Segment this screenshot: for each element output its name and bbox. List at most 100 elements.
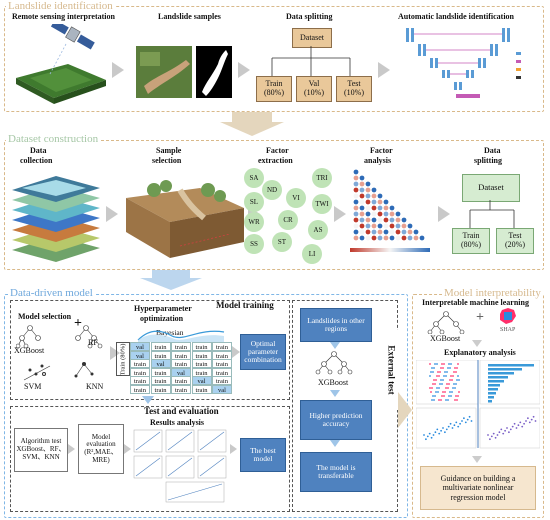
beeswarm-point: [438, 375, 440, 377]
dependence-point: [517, 424, 520, 427]
model-training-title: Model training: [216, 300, 274, 310]
cv-cell: train: [130, 367, 150, 377]
factor-wr: WR: [244, 212, 264, 232]
train-pct-1: (80%): [264, 88, 284, 97]
corr-cell: [353, 199, 359, 205]
corr-cell: [389, 223, 395, 229]
factor-sl: SL: [244, 192, 264, 212]
cv-cell: train: [171, 385, 191, 394]
beeswarm-point: [452, 387, 454, 389]
beeswarm-point: [436, 387, 438, 389]
beeswarm-point: [458, 379, 460, 381]
beeswarm-point: [437, 391, 439, 393]
arrow-17: [472, 340, 482, 347]
beeswarm-point: [458, 391, 460, 393]
factor-ss: SS: [244, 234, 264, 254]
train-box-2: Train (80%): [452, 228, 490, 254]
metrics-1: (R²,MAE、: [84, 448, 118, 456]
beeswarm-point: [447, 399, 449, 401]
corr-cell: [377, 235, 383, 241]
cv-cell: train: [171, 350, 191, 360]
corr-cell: [371, 205, 377, 211]
corr-cell: [401, 235, 407, 241]
corr-cell: [407, 229, 413, 235]
beeswarm-point: [450, 363, 452, 365]
corr-cell: [359, 235, 365, 241]
test-box-1: Test (10%): [336, 76, 372, 102]
beeswarm-point: [443, 375, 445, 377]
corr-cell: [377, 217, 383, 223]
arrow-6: [334, 206, 346, 222]
beeswarm-point: [455, 395, 457, 397]
dependence-point: [463, 417, 465, 420]
beeswarm-point: [455, 371, 457, 373]
arrow-14: [330, 342, 340, 349]
transferable-box: The model is transferable: [300, 452, 372, 492]
dependence-point: [423, 434, 425, 436]
beeswarm-point: [436, 375, 438, 377]
dependence-point: [494, 436, 497, 439]
iml-tree-icon: [427, 311, 465, 334]
beeswarm-point: [432, 371, 434, 373]
importance-bar: [488, 400, 492, 403]
beeswarm-point: [445, 375, 447, 377]
arrow-8: [110, 346, 120, 360]
big-arrow-down-2: [152, 270, 190, 280]
dependence-point: [528, 421, 531, 424]
test-pct-2: (20%): [505, 240, 525, 249]
factor-analysis-label-2: analysis: [364, 156, 392, 165]
importance-bar: [488, 372, 514, 375]
results-scatter-plots: [133, 429, 227, 503]
corr-cell: [401, 223, 407, 229]
factor-extraction-label-2: extraction: [258, 156, 293, 165]
algo-list-1: XGBoost、RF、: [16, 445, 66, 454]
beeswarm-point: [434, 363, 436, 365]
beeswarm-point: [449, 367, 451, 369]
corr-cell: [383, 205, 389, 211]
external-xgboost-label: XGBoost: [318, 378, 349, 387]
corr-cell: [383, 235, 389, 241]
cv-cell: train: [171, 376, 191, 386]
corr-cell: [407, 223, 413, 229]
importance-bar: [488, 384, 500, 387]
dependence-point: [530, 418, 533, 421]
dependence-point: [500, 428, 503, 431]
beeswarm-point: [453, 383, 455, 385]
corr-cell: [365, 229, 371, 235]
beeswarm-point: [435, 391, 437, 393]
corr-cell: [371, 193, 377, 199]
beeswarm-point: [444, 371, 446, 373]
arrow-12: [124, 444, 131, 454]
beeswarm-point: [446, 371, 448, 373]
best-model-box: The best model: [240, 438, 286, 472]
cv-cell: train: [130, 385, 150, 394]
dependence-point: [511, 425, 514, 428]
cv-cell: train: [171, 359, 191, 369]
beeswarm-point: [429, 375, 431, 377]
beeswarm-point: [432, 383, 434, 385]
dependence-point: [492, 432, 495, 435]
corr-cell: [371, 211, 377, 217]
corr-cell: [395, 211, 401, 217]
guidance-box: Guidance on building a multivariate nonl…: [420, 466, 536, 510]
corr-cell: [359, 187, 365, 193]
arrow-10: [142, 396, 154, 404]
dependence-point: [440, 429, 442, 432]
corr-cell: [353, 187, 359, 193]
cv-cell: train: [191, 359, 212, 369]
dataset-box-2: Dataset: [462, 174, 520, 202]
hyperparameter-label: Hyperparameter: [134, 304, 192, 313]
beeswarm-point: [433, 399, 435, 401]
corr-cell: [383, 217, 389, 223]
cv-cell: train: [150, 385, 171, 394]
train-pct-2: (80%): [461, 240, 481, 249]
cv-cell: val: [191, 376, 212, 386]
corr-cell: [353, 175, 359, 181]
corr-cell: [359, 181, 365, 187]
dependence-point: [442, 427, 444, 429]
beeswarm-point: [442, 391, 444, 393]
explanatory-analysis-label: Explanatory analysis: [444, 348, 516, 357]
dependence-point: [509, 428, 512, 431]
importance-bar: [488, 368, 522, 371]
dependence-point: [447, 425, 450, 428]
